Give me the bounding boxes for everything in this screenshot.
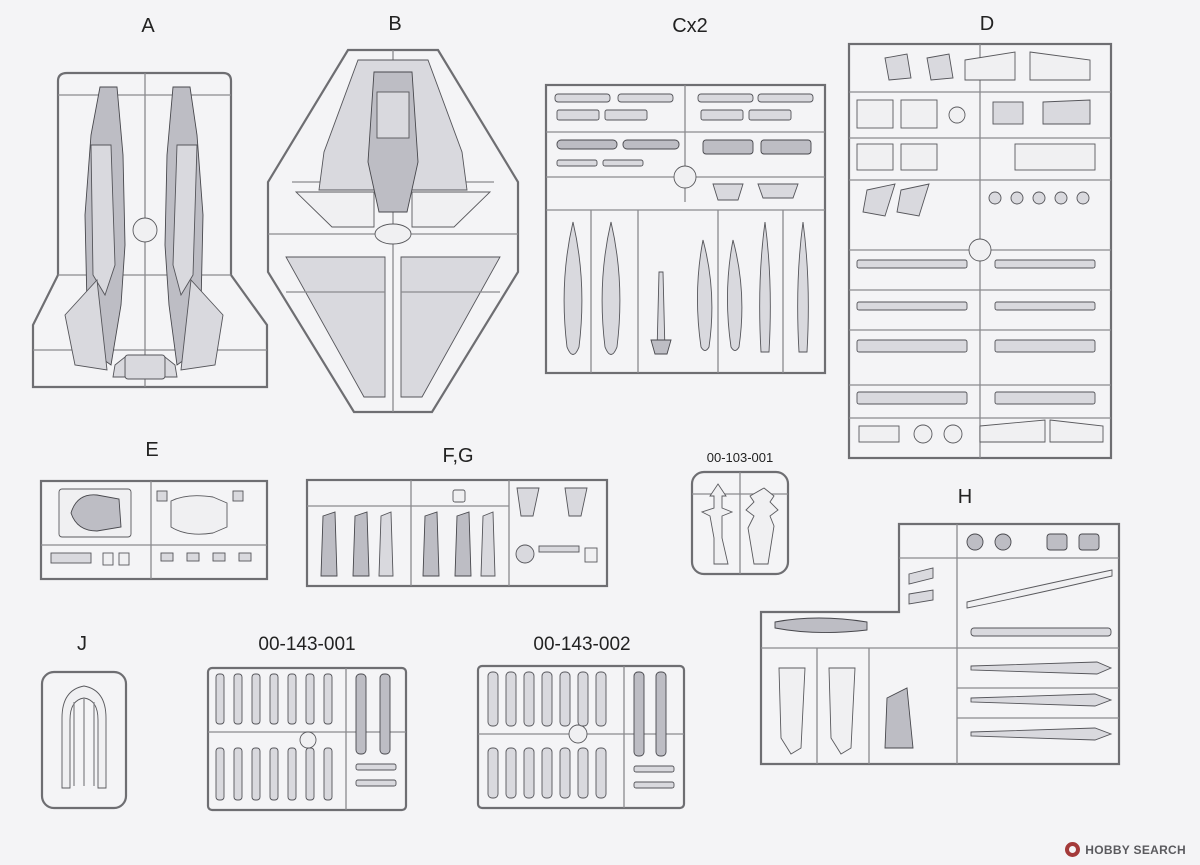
sprue-label-j: J bbox=[77, 633, 87, 655]
sprue-fg-drawing bbox=[303, 476, 613, 590]
sprue-label-b: B bbox=[388, 13, 402, 35]
sprue-00-143-002-drawing bbox=[474, 662, 690, 812]
sprue-label-00-143-001: 00-143-001 bbox=[258, 634, 356, 655]
sprue-c-drawing bbox=[543, 82, 833, 378]
sprue-label-d: D bbox=[979, 13, 995, 35]
sprue-j-drawing bbox=[38, 668, 130, 812]
hobby-search-watermark: HOBBY SEARCH bbox=[1065, 842, 1186, 857]
sprue-label-a: A bbox=[141, 15, 155, 37]
sprue-label-e: E bbox=[145, 439, 159, 461]
hobby-search-logo-icon bbox=[1065, 842, 1081, 857]
sprue-d-drawing bbox=[845, 40, 1117, 462]
watermark-text: HOBBY SEARCH bbox=[1085, 842, 1186, 857]
sprue-00-143-001-drawing bbox=[204, 664, 410, 814]
sprue-h-drawing bbox=[757, 518, 1127, 772]
sprue-e-drawing bbox=[37, 475, 277, 585]
sprue-label-00-103-001: 00-103-001 bbox=[706, 450, 774, 465]
sprue-b-drawing bbox=[262, 42, 524, 418]
sprue-label-fg: F,G bbox=[442, 445, 474, 467]
sprue-00-103-001-drawing bbox=[688, 468, 794, 580]
sprue-a-drawing bbox=[25, 65, 275, 405]
sprue-label-00-143-002: 00-143-002 bbox=[533, 634, 631, 655]
sprue-label-h: H bbox=[957, 486, 973, 508]
sprue-label-c: Cx2 bbox=[672, 15, 708, 37]
